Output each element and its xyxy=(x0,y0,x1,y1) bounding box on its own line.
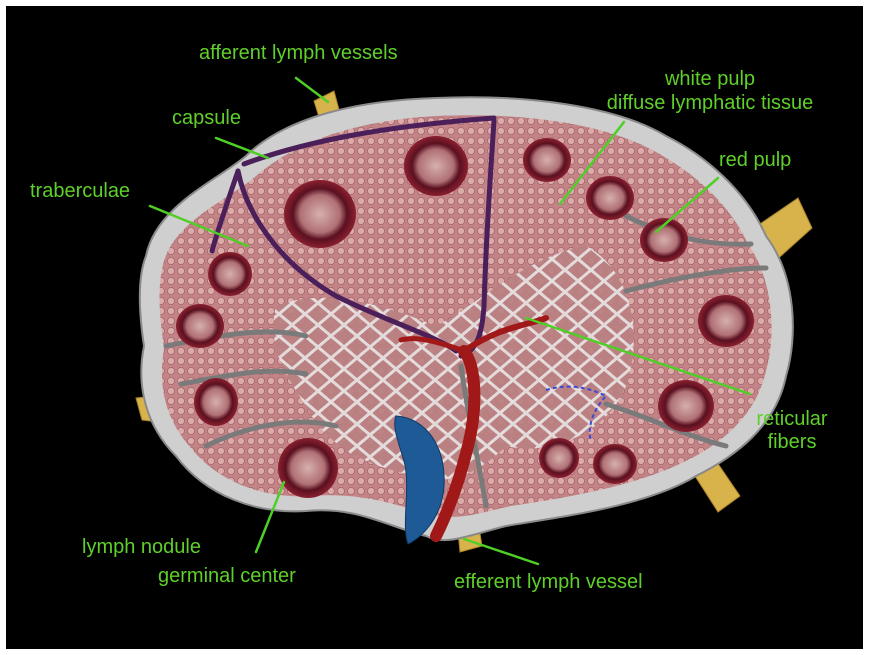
label-red-pulp: red pulp xyxy=(719,149,791,171)
nodule xyxy=(698,295,754,347)
nodule xyxy=(539,438,579,478)
label-white-pulp: white pulp xyxy=(590,68,830,90)
label-diffuse-lymphatic-tissue: diffuse lymphatic tissue xyxy=(590,92,830,114)
label-fibers: fibers xyxy=(742,431,842,453)
label-reticular: reticular xyxy=(742,408,842,430)
nodule xyxy=(194,378,238,426)
label-germinal-center: germinal center xyxy=(158,565,296,587)
nodule xyxy=(404,136,468,196)
nodule xyxy=(284,180,356,248)
nodule xyxy=(523,138,571,182)
label-lymph-nodule: lymph nodule xyxy=(82,536,201,558)
nodule xyxy=(593,444,637,484)
nodule xyxy=(278,438,338,498)
label-afferent-lymph-vessels: afferent lymph vessels xyxy=(199,42,398,64)
nodule xyxy=(176,304,224,348)
nodule xyxy=(658,380,714,432)
label-efferent-lymph-vessel: efferent lymph vessel xyxy=(454,571,643,593)
pointer-afferent xyxy=(296,78,328,102)
pointer-efferent xyxy=(464,539,538,564)
label-trabeculae: traberculae xyxy=(30,180,130,202)
nodule xyxy=(208,252,252,296)
nodule xyxy=(586,176,634,220)
label-capsule: capsule xyxy=(172,107,241,129)
lymph-node-diagram: afferent lymph vessels capsule trabercul… xyxy=(6,6,863,649)
